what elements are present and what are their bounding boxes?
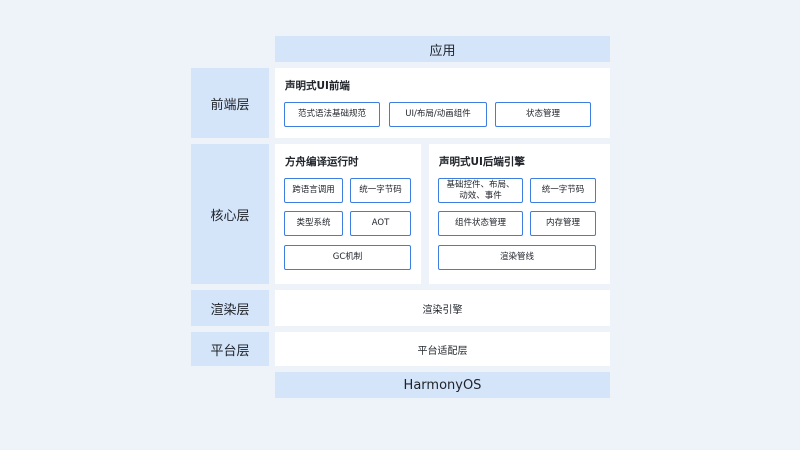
backend-item-render-pipeline: 渲染管线	[438, 245, 596, 270]
compiler-item-type-system: 类型系统	[284, 211, 343, 236]
backend-item-component-state: 组件状态管理	[438, 211, 523, 236]
render-layer-label: 渲染层	[210, 302, 250, 318]
frontend-layer-label: 前端层	[210, 97, 250, 113]
platform-layer-label: 平台层	[210, 343, 250, 359]
ui-backend-panel: 声明式UI后端引擎 基础控件、布局、动效、事件 统一字节码 组件状态管理 内存管…	[429, 144, 610, 284]
compiler-runtime-title: 方舟编译运行时	[285, 156, 359, 168]
harmonyos-layer-band: HarmonyOS	[275, 372, 610, 398]
frontend-item-state: 状态管理	[495, 102, 591, 127]
render-engine-text: 渲染引擎	[422, 304, 463, 316]
compiler-item-bytecode: 统一字节码	[350, 178, 411, 203]
platform-adapter-bar: 平台适配层	[275, 332, 610, 366]
compiler-item-cross-language: 跨语言调用	[284, 178, 343, 203]
compiler-runtime-panel: 方舟编译运行时 跨语言调用 统一字节码 类型系统 AOT GC机制	[275, 144, 421, 284]
frontend-item-components: UI/布局/动画组件	[389, 102, 487, 127]
render-engine-bar: 渲染引擎	[275, 290, 610, 326]
core-layer-label: 核心层	[210, 208, 250, 224]
compiler-item-aot: AOT	[350, 211, 411, 236]
frontend-layer-label-box: 前端层	[191, 68, 269, 138]
application-layer-band: 应用	[275, 36, 610, 62]
application-layer-label: 应用	[429, 43, 456, 59]
render-layer-label-box: 渲染层	[191, 290, 269, 326]
platform-adapter-text: 平台适配层	[417, 345, 468, 357]
frontend-item-syntax: 范式语法基础规范	[284, 102, 380, 127]
platform-layer-label-box: 平台层	[191, 332, 269, 366]
compiler-item-gc: GC机制	[284, 245, 411, 270]
harmonyos-layer-label: HarmonyOS	[403, 377, 482, 393]
backend-item-memory: 内存管理	[530, 211, 596, 236]
backend-item-controls: 基础控件、布局、动效、事件	[438, 178, 523, 203]
core-layer-label-box: 核心层	[191, 144, 269, 284]
frontend-panel: 声明式UI前端 范式语法基础规范 UI/布局/动画组件 状态管理	[275, 68, 610, 138]
frontend-section-title: 声明式UI前端	[285, 80, 350, 92]
backend-item-bytecode: 统一字节码	[530, 178, 596, 203]
ui-backend-title: 声明式UI后端引擎	[439, 156, 525, 168]
